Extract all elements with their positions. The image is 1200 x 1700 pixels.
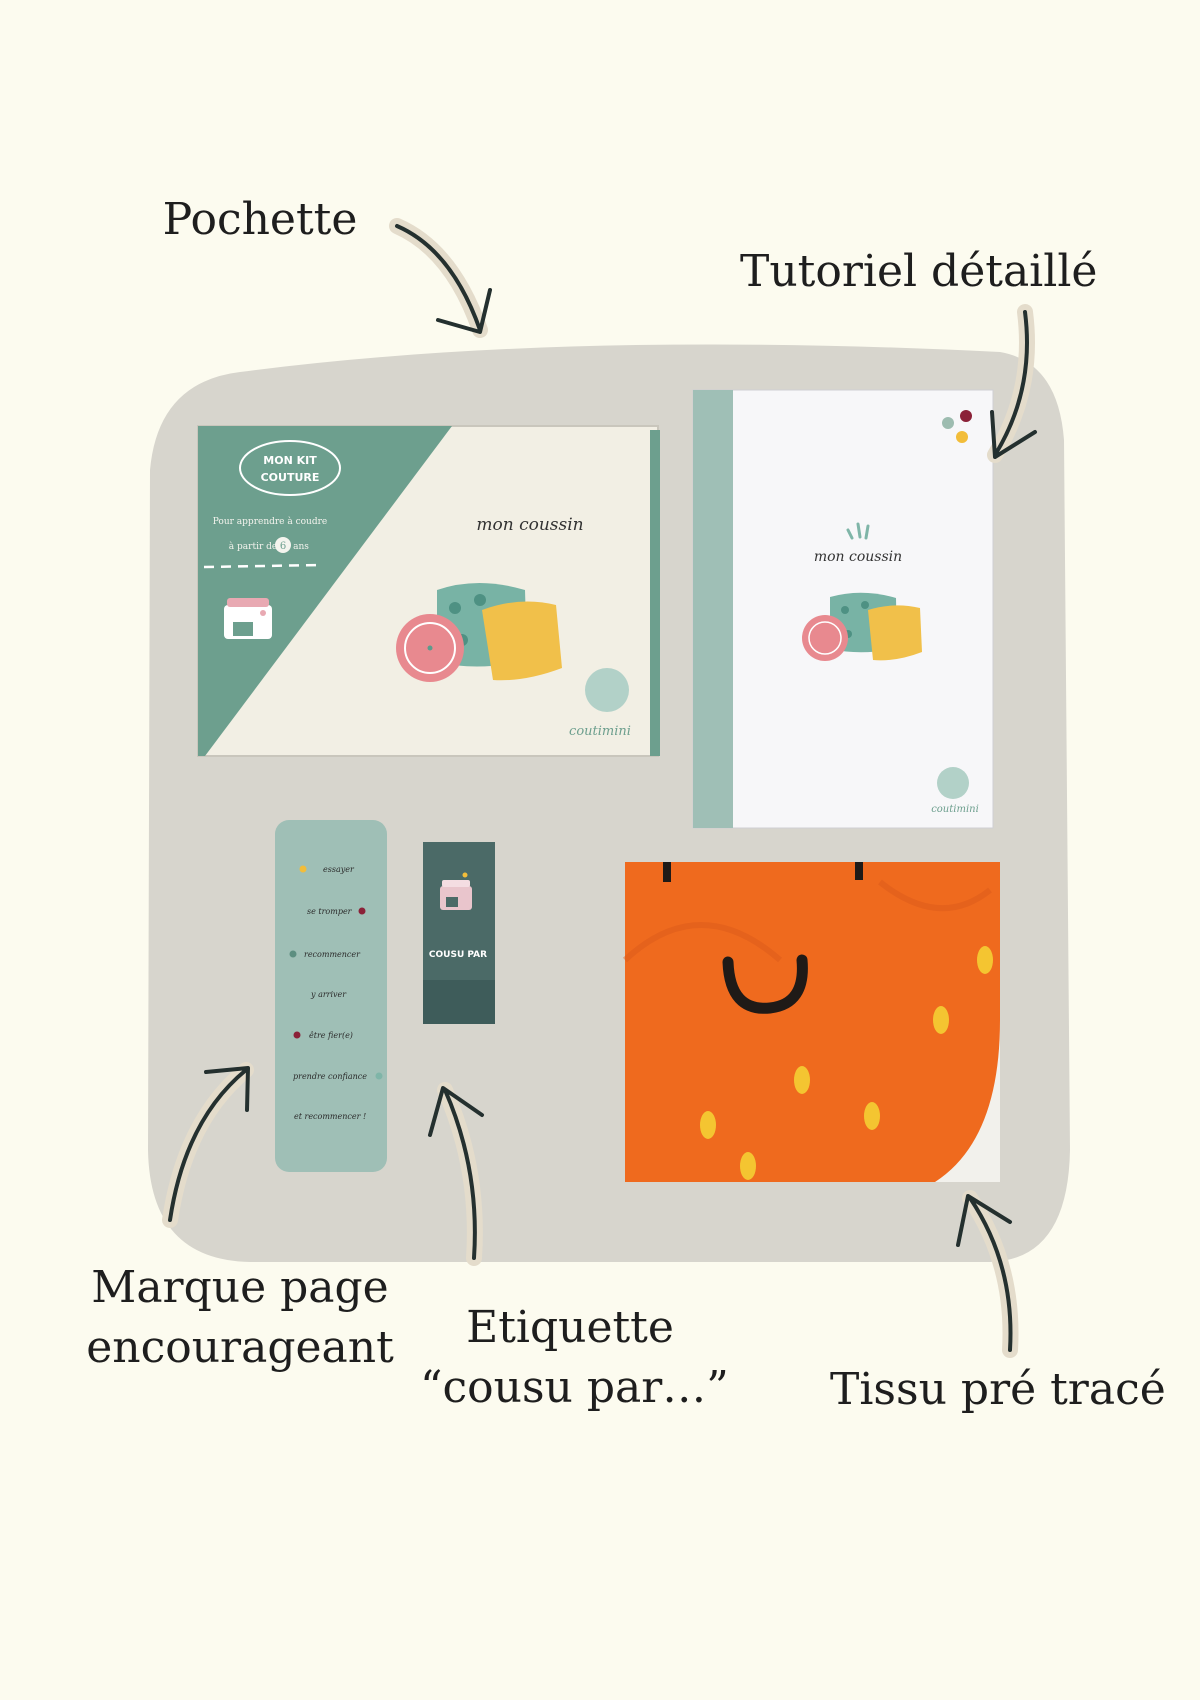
bookmark-item-2: se tromper [307,907,353,916]
caption-pochette: Pochette [162,194,358,245]
prepatterned-fabric [622,862,1000,1182]
caption-marque-line1: Marque page [91,1262,389,1313]
fabric-seed [933,1006,949,1034]
caption-tissu: Tissu pré tracé [830,1364,1166,1415]
booklet-brand-logo: coutimini [931,804,979,815]
caption-marque-line2: encourageant [86,1322,394,1373]
caption-etiquette: Etiquette “cousu par…” [420,1298,729,1418]
pouch-subtitle-prefix: à partir de [229,541,277,552]
pouch-cushions-illustration [396,583,562,682]
cousu-par-label: COUSU PAR [423,842,495,1024]
arrow-marque-page [168,1066,250,1222]
bookmark-item-6: prendre confiance [293,1072,367,1081]
booklet-cushions-illustration [802,592,922,661]
bookmark: essayer se tromper recommencer y arriver… [275,820,387,1172]
fabric-seed [740,1152,756,1180]
fabric-seed [700,1111,716,1139]
pouch-subtitle-line1: Pour apprendre à coudre [213,516,328,527]
arrow-etiquette [428,1086,484,1260]
bookmark-item-5: être fier(e) [309,1031,353,1040]
tutorial-booklet: mon coussin coutimini [692,389,994,829]
bookmark-item-1: essayer [323,865,355,874]
caption-etiquette-line1: Etiquette [466,1302,674,1353]
pouch-badge-line2: COUTURE [261,471,320,484]
fabric-seed [794,1066,810,1094]
pouch-subtitle-suffix: ans [293,542,309,552]
caption-tutoriel: Tutoriel détaillé [740,246,1098,297]
bookmark-item-7: et recommencer ! [294,1112,366,1121]
bookmark-item-4: y arriver [310,990,347,999]
sewing-machine-icon [224,598,272,639]
pouch-product-title: mon coussin [476,515,583,535]
caption-marque-page: Marque page encourageant [80,1258,400,1378]
fabric-seed [977,946,993,974]
arrow-pochette [395,224,492,334]
booklet-product-title: mon coussin [814,549,902,565]
arrow-tissu [956,1194,1013,1352]
label-text: COUSU PAR [429,950,487,960]
pouch-age: 6 [280,541,286,552]
caption-etiquette-line2: “cousu par…” [420,1362,729,1413]
fabric-seed [864,1102,880,1130]
label-sewing-machine-icon [440,872,472,910]
arrow-tutoriel [990,310,1037,459]
pouch-badge-line1: MON KIT [263,454,317,467]
pouch-brand-logo: coutimini [569,724,631,739]
pouch: MON KIT COUTURE Pour apprendre à coudre … [197,425,660,757]
bookmark-item-3: recommencer [304,950,361,959]
